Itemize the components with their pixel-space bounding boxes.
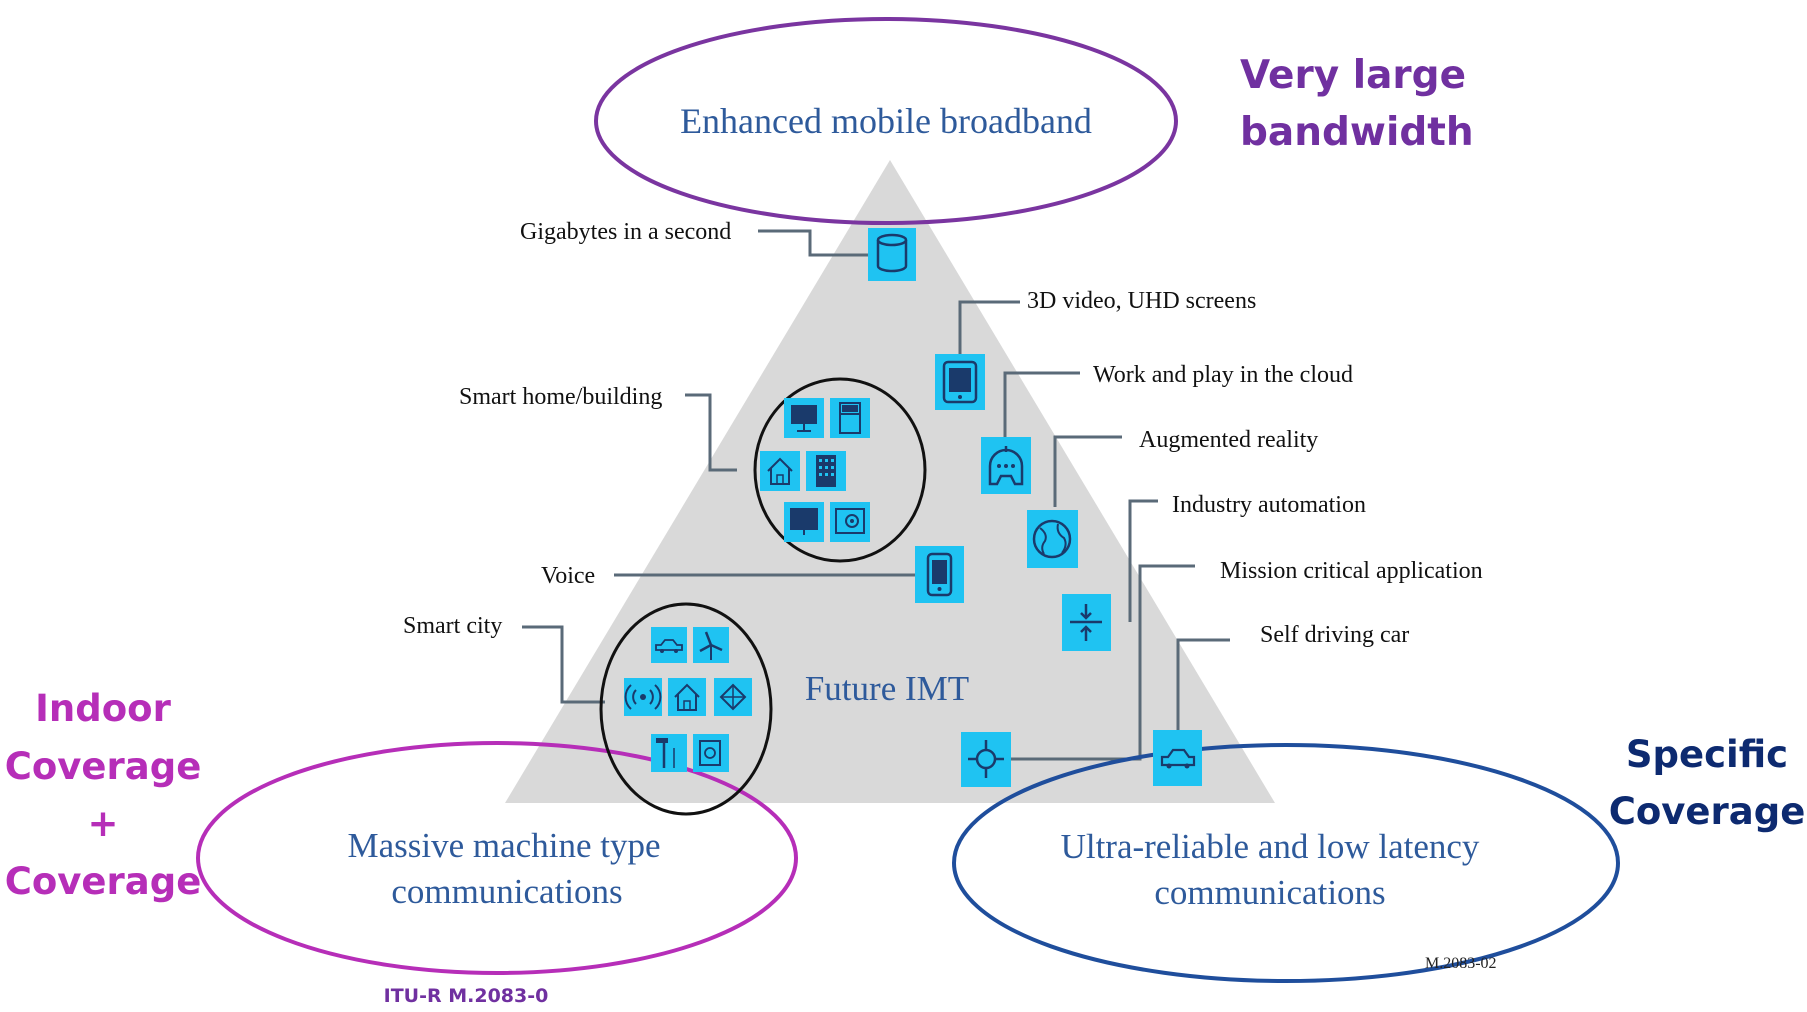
specific-line2: Coverage (1609, 790, 1806, 833)
home-icon (760, 451, 800, 491)
monitor-icon (784, 398, 824, 438)
leader-lines (522, 229, 1230, 761)
screen-icon (784, 502, 824, 542)
urllc-ellipse (952, 743, 1620, 983)
globe-icon (1027, 510, 1078, 568)
gigabytes-label: Gigabytes in a second (520, 219, 731, 245)
mmtc-ellipse (196, 741, 798, 975)
building-icon (806, 451, 846, 491)
meter-icon (693, 734, 729, 772)
ar-label: Augmented reality (1139, 427, 1318, 453)
smart-city-circle (599, 602, 773, 816)
figure-id-label: M.2083-02 (1425, 955, 1497, 972)
self-driving-label: Self driving car (1260, 622, 1409, 648)
tablet-icon (935, 354, 985, 410)
car-icon (1153, 730, 1202, 786)
gamepad-icon (981, 437, 1031, 494)
voice-label: Voice (541, 563, 595, 589)
video-3d-label: 3D video, UHD screens (1027, 288, 1256, 314)
mission-label: Mission critical application (1220, 558, 1483, 584)
grid-icon (714, 678, 752, 716)
urllc-label-line2: communications (1154, 873, 1385, 912)
wireless-icon (624, 678, 662, 716)
smart-home-circle (753, 377, 927, 563)
indoor-line2: Coverage (5, 745, 202, 788)
indoor-plus: + (87, 802, 118, 845)
indoor-line1: Indoor (35, 687, 171, 730)
city-car-icon (651, 627, 687, 663)
network-node-icon (961, 732, 1011, 787)
bandwidth-line1: Very large (1240, 53, 1466, 98)
city-home-icon (668, 678, 706, 716)
fridge-icon (830, 398, 870, 438)
safe-icon (830, 502, 870, 542)
smart-city-label: Smart city (403, 613, 502, 639)
specific-line1: Specific (1626, 733, 1788, 776)
cloud-label: Work and play in the cloud (1093, 362, 1353, 388)
industry-arrows-icon (1062, 594, 1111, 651)
embb-ellipse (594, 17, 1178, 225)
source-label: ITU-R M.2083-0 (384, 985, 549, 1007)
streetlight-icon (651, 734, 687, 772)
phone-icon (915, 546, 964, 603)
mmtc-label-line2: communications (391, 872, 622, 911)
indoor-line3: Coverage (5, 860, 202, 903)
bandwidth-line2: bandwidth (1240, 110, 1474, 155)
windmill-icon (693, 627, 729, 663)
industry-label: Industry automation (1172, 492, 1366, 518)
future-imt-label: Future IMT (805, 669, 969, 708)
database-icon (868, 228, 916, 281)
embb-label: Enhanced mobile broadband (680, 101, 1092, 141)
urllc-label-line1: Ultra-reliable and low latency (1061, 827, 1480, 866)
smart-home-label: Smart home/building (459, 384, 662, 410)
mmtc-label-line1: Massive machine type (348, 826, 661, 865)
